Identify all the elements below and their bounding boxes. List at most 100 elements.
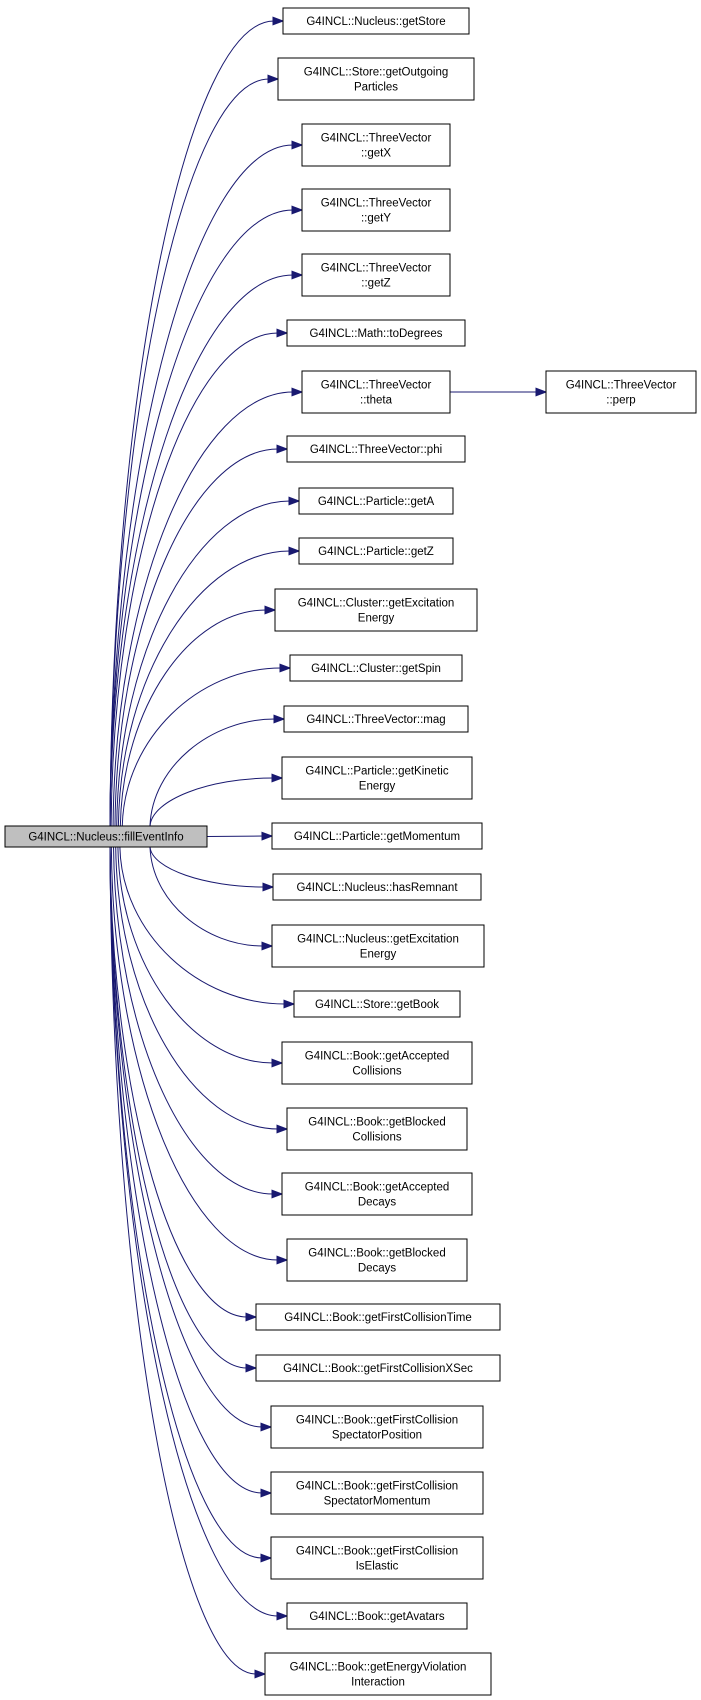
- node-label-line: G4INCL::Particle::getKinetic: [305, 766, 448, 778]
- node-label-line: Interaction: [351, 1677, 405, 1689]
- edge-to-phi: [114, 448, 279, 827]
- node-label-line: SpectatorMomentum: [324, 1496, 431, 1508]
- node-box: [286, 1107, 468, 1151]
- edge-to-getBook: [119, 846, 286, 1005]
- edge-to-getSpin: [121, 667, 282, 827]
- node-fillEventInfo[interactable]: G4INCL::Nucleus::fillEventInfo: [4, 825, 208, 848]
- node-theta[interactable]: G4INCL::ThreeVector::theta: [301, 370, 451, 414]
- node-getZ-vector[interactable]: G4INCL::ThreeVector::getZ: [301, 253, 451, 297]
- node-getMomentum[interactable]: G4INCL::Particle::getMomentum: [271, 822, 483, 850]
- node-label-line: G4INCL::Math::toDegrees: [310, 328, 443, 340]
- node-label-line: G4INCL::ThreeVector::mag: [306, 714, 445, 726]
- edge-to-hasRemnant: [149, 846, 265, 888]
- edge-to-getFirstCollisionSpectatorPosition: [109, 846, 263, 1428]
- node-label-line: G4INCL::Book::getFirstCollisionTime: [284, 1312, 471, 1324]
- node-getFirstCollisionTime[interactable]: G4INCL::Book::getFirstCollisionTime: [255, 1303, 501, 1331]
- arrowhead-icon: [276, 1124, 289, 1134]
- node-label-line: G4INCL::Nucleus::getStore: [306, 16, 445, 28]
- node-mag[interactable]: G4INCL::ThreeVector::mag: [283, 705, 469, 733]
- node-box: [283, 705, 469, 733]
- node-label-line: G4INCL::ThreeVector: [321, 198, 432, 210]
- node-label-line: G4INCL::ThreeVector: [321, 380, 432, 392]
- node-getFirstCollisionSpectatorPosition[interactable]: G4INCL::Book::getFirstCollisionSpectator…: [270, 1405, 484, 1449]
- node-label-line: G4INCL::Book::getAccepted: [305, 1182, 449, 1194]
- arrowhead-icon: [283, 999, 296, 1009]
- arrowhead-icon: [288, 496, 301, 506]
- arrowhead-icon: [276, 1611, 289, 1621]
- node-label-line: SpectatorPosition: [332, 1430, 422, 1442]
- edge-to-getOutgoingParticles: [109, 78, 270, 827]
- node-box: [272, 873, 482, 901]
- node-getY[interactable]: G4INCL::ThreeVector::getY: [301, 188, 451, 232]
- node-box: [274, 588, 478, 632]
- node-toDegrees[interactable]: G4INCL::Math::toDegrees: [286, 319, 466, 347]
- edge-to-getY: [109, 209, 294, 827]
- node-getFirstCollisionSpectatorMomentum[interactable]: G4INCL::Book::getFirstCollisionSpectator…: [270, 1471, 484, 1515]
- node-box: [298, 537, 454, 565]
- call-nodes: G4INCL::Nucleus::fillEventInfoG4INCL::Nu…: [4, 7, 697, 1696]
- node-box: [286, 319, 466, 347]
- node-getEnergyViolationInteraction[interactable]: G4INCL::Book::getEnergyViolationInteract…: [264, 1652, 492, 1696]
- edge-to-getFirstCollisionSpectatorMomentum: [109, 846, 263, 1494]
- edge-to-getAcceptedDecays: [113, 846, 274, 1195]
- edge-to-cluster-getExcitationEnergy: [119, 609, 267, 827]
- edge-to-nucleus-getExcitationEnergy: [149, 846, 264, 947]
- arrowhead-icon: [288, 546, 301, 556]
- call-edges: [109, 16, 548, 1679]
- node-label-line: Energy: [359, 781, 396, 793]
- arrowhead-icon: [291, 140, 304, 150]
- node-perp[interactable]: G4INCL::ThreeVector::perp: [545, 370, 697, 414]
- edge-to-getKineticEnergy: [149, 777, 274, 827]
- edge-to-getBlockedCollisions: [115, 846, 279, 1130]
- arrowhead-icon: [245, 1363, 258, 1373]
- node-getZ-particle[interactable]: G4INCL::Particle::getZ: [298, 537, 454, 565]
- node-label-line: ::getX: [361, 148, 391, 160]
- node-label-line: G4INCL::Book::getBlocked: [308, 1117, 445, 1129]
- edge-to-getFirstCollisionIsElastic: [109, 846, 263, 1559]
- arrowhead-icon: [271, 773, 284, 783]
- node-getSpin[interactable]: G4INCL::Cluster::getSpin: [289, 654, 463, 682]
- node-box: [271, 822, 483, 850]
- node-box: [301, 123, 451, 167]
- edge-to-getAcceptedCollisions: [117, 846, 274, 1064]
- arrowhead-icon: [260, 1422, 273, 1432]
- node-label-line: ::getZ: [361, 278, 390, 290]
- node-box: [270, 1405, 484, 1449]
- node-getX[interactable]: G4INCL::ThreeVector::getX: [301, 123, 451, 167]
- arrowhead-icon: [267, 74, 280, 84]
- node-label-line: G4INCL::Particle::getZ: [318, 546, 434, 558]
- node-getFirstCollisionXSec[interactable]: G4INCL::Book::getFirstCollisionXSec: [255, 1354, 501, 1382]
- node-box: [4, 825, 208, 848]
- node-hasRemnant[interactable]: G4INCL::Nucleus::hasRemnant: [272, 873, 482, 901]
- node-phi[interactable]: G4INCL::ThreeVector::phi: [286, 435, 466, 463]
- node-box: [301, 188, 451, 232]
- edge-to-getX: [109, 144, 294, 827]
- edge-to-getMomentum: [206, 835, 264, 837]
- node-getAvatars[interactable]: G4INCL::Book::getAvatars: [286, 1602, 468, 1630]
- node-getStore[interactable]: G4INCL::Nucleus::getStore: [282, 7, 470, 35]
- node-label-line: Particles: [354, 82, 398, 94]
- node-box: [282, 7, 470, 35]
- node-getBook[interactable]: G4INCL::Store::getBook: [293, 990, 461, 1018]
- node-label-line: G4INCL::Book::getEnergyViolation: [290, 1662, 467, 1674]
- edge-to-getAvatars: [109, 846, 279, 1617]
- arrowhead-icon: [535, 387, 548, 397]
- arrowhead-icon: [276, 328, 289, 338]
- node-getA[interactable]: G4INCL::Particle::getA: [298, 487, 454, 515]
- node-label-line: Energy: [358, 613, 395, 625]
- node-label-line: G4INCL::Book::getBlocked: [308, 1248, 445, 1260]
- arrowhead-icon: [291, 387, 304, 397]
- node-box: [293, 990, 461, 1018]
- node-box: [286, 1238, 468, 1282]
- node-label-line: Decays: [358, 1197, 397, 1209]
